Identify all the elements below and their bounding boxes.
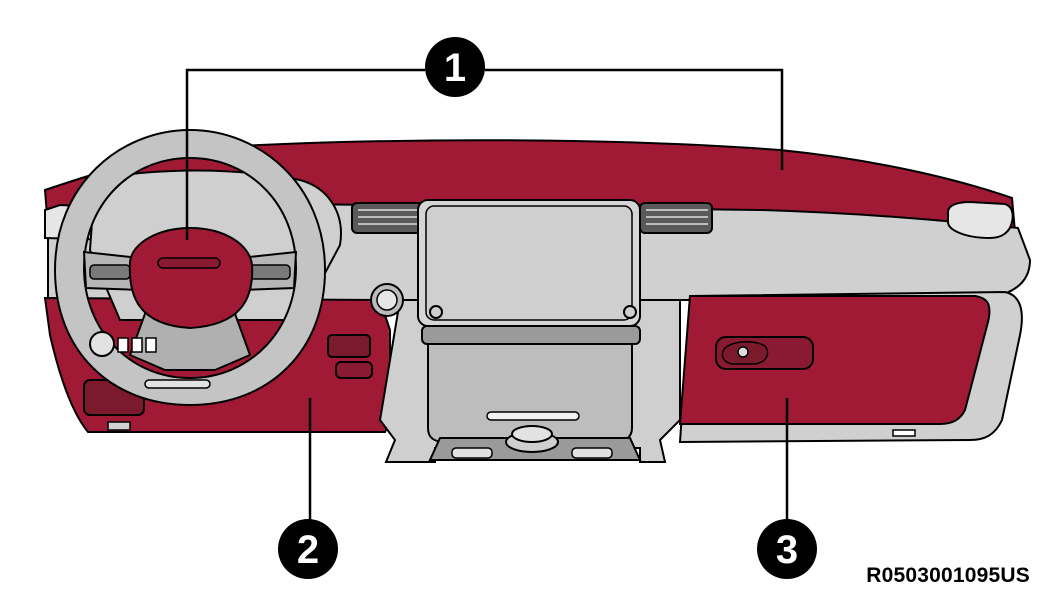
climate-control-strip	[421, 325, 641, 345]
figure-reference-code: R0503001095US	[866, 564, 1030, 587]
glovebox-panel	[678, 295, 991, 425]
callout-1-number: 1	[444, 46, 466, 90]
center-left-air-vent-icon	[351, 202, 425, 234]
callout-3-marker: 3	[757, 519, 817, 579]
right-footwell-tab	[892, 429, 916, 437]
callout-1-marker: 1	[425, 37, 485, 97]
console-right-button-icon	[571, 447, 613, 459]
start-button-icon	[370, 283, 404, 317]
glovebox-handle-icon	[715, 336, 814, 370]
left-switches-icon	[89, 331, 157, 357]
callout-3-number: 3	[776, 528, 798, 572]
footwell-tab	[107, 421, 131, 431]
callout-2-marker: 2	[278, 519, 338, 579]
center-right-air-vent-icon	[639, 202, 713, 234]
console-slot	[486, 411, 580, 421]
gear-selector-icon	[505, 425, 559, 453]
callout-2-number: 2	[297, 528, 319, 572]
center-screen-icon	[417, 199, 641, 327]
switch-cluster-lower-icon	[335, 361, 373, 379]
switch-cluster-icon	[327, 334, 371, 358]
steering-wheel-icon	[53, 128, 327, 407]
console-left-button-icon	[451, 447, 493, 459]
callout-1-leader	[185, 68, 784, 240]
right-side-vent-icon	[947, 200, 1014, 240]
